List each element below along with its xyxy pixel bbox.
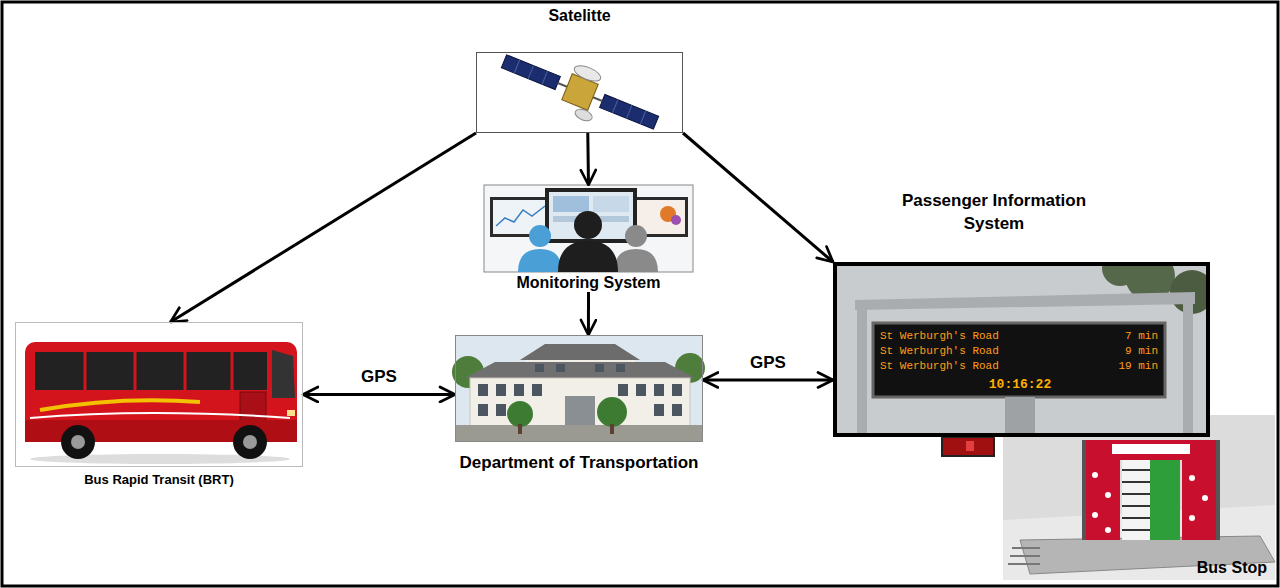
connector-arrow — [303, 393, 455, 396]
text-holder: St Werburgh's Road — [880, 345, 999, 358]
text-holder: Passenger Information System — [884, 190, 1104, 236]
node-label: Satelitte — [477, 7, 682, 25]
office-box: Department of Transportation — [455, 335, 703, 442]
text-holder: St Werburgh's Road — [880, 360, 999, 373]
connector-arrow — [587, 292, 590, 335]
connector-arrow — [586, 133, 590, 185]
connector-arrow — [171, 133, 476, 322]
display-minutes: 7 min — [1100, 330, 1158, 343]
display-destination: St Werburgh's Road — [880, 345, 999, 358]
connector-arrow — [683, 133, 833, 262]
display-box: Passenger Information System — [833, 262, 1210, 437]
display-minutes: 9 min — [1100, 345, 1158, 358]
building-picture — [452, 335, 705, 442]
text-holder: St Werburgh's Road — [880, 330, 999, 343]
display-destination: St Werburgh's Road — [880, 360, 999, 373]
bus-stop-picture — [1003, 415, 1275, 580]
bus-picture — [15, 322, 303, 467]
connector-arrow — [703, 378, 833, 381]
node-label: Monitoring System — [484, 274, 693, 292]
display-clock: 10:16:22 — [989, 377, 1051, 392]
node-label: Bus Stop — [1197, 559, 1267, 577]
text-holder: 10:16:22 — [989, 377, 1051, 392]
text-holder: Monitoring System — [484, 274, 693, 292]
edge-label: GPS — [748, 353, 788, 373]
text-holder: Satelitte — [477, 7, 682, 25]
node-label: Bus Rapid Transit (BRT) — [16, 472, 302, 487]
node-label: Passenger Information System — [884, 190, 1104, 236]
bus-box: Bus Rapid Transit (BRT) — [15, 322, 303, 467]
text-holder: 19 min — [1100, 360, 1158, 373]
text-holder: Bus Stop — [1197, 559, 1267, 577]
edge-label: GPS — [359, 367, 399, 387]
node-label: Department of Transportation — [460, 453, 699, 473]
display-picture — [833, 262, 1210, 437]
text-holder: GPS — [748, 353, 788, 373]
text-holder: Bus Rapid Transit (BRT) — [16, 472, 302, 487]
display-minutes: 19 min — [1100, 360, 1158, 373]
text-holder: GPS — [359, 367, 399, 387]
text-holder: 7 min — [1100, 330, 1158, 343]
satellite-picture — [476, 37, 683, 146]
display-destination: St Werburgh's Road — [880, 330, 999, 343]
monitoring-picture — [484, 185, 693, 272]
satellite-box: Satelitte — [476, 52, 683, 133]
monitoring-box: Monitoring System — [484, 185, 693, 292]
text-holder: Department of Transportation — [460, 453, 699, 473]
bus-stop-box: Bus Stop — [1003, 415, 1275, 580]
text-holder: 9 min — [1100, 345, 1158, 358]
sign-picture — [942, 437, 994, 456]
